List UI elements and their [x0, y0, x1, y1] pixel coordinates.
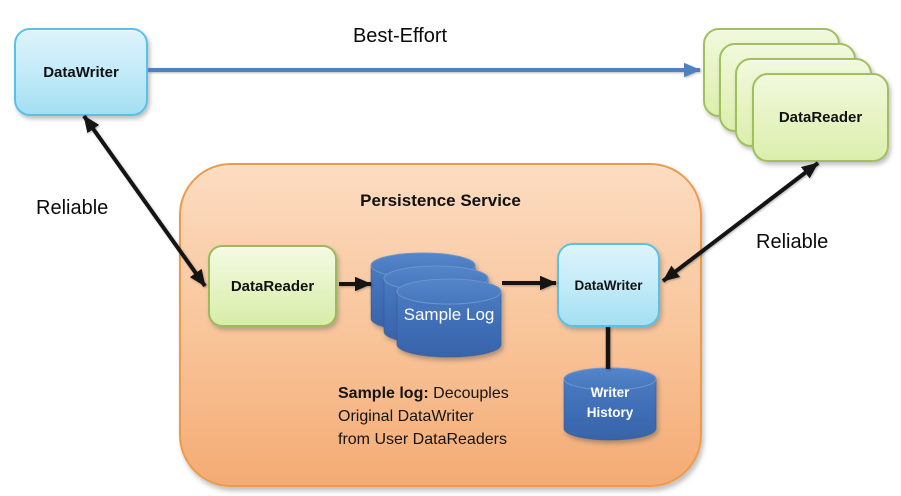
note-line-1: Sample log: Decouples: [338, 382, 553, 405]
reliable-label-right: Reliable: [756, 231, 829, 253]
cylinder-shape: [563, 367, 657, 441]
note-lead-bold: Sample log:: [338, 385, 429, 402]
best-effort-label: Best-Effort: [352, 25, 448, 47]
writer-history-line2: History: [586, 405, 634, 420]
persistence-datareader-label: DataReader: [230, 277, 315, 295]
user-datareader-label: DataReader: [778, 109, 863, 126]
note-line-2: Original DataWriter: [338, 408, 474, 425]
note-line-3: from User DataReaders: [338, 431, 507, 448]
writer-history-cylinder: [563, 367, 657, 441]
persistence-service-title: Persistence Service: [360, 191, 521, 210]
user-datawriter-label: DataWriter: [43, 63, 119, 81]
note-line1-rest: Decouples: [428, 385, 509, 402]
writer-history-label: Writer History: [563, 383, 657, 423]
user-datawriter-node: DataWriter: [14, 28, 148, 116]
sample-log-note: Sample log: Decouples Original DataWrite…: [338, 382, 553, 451]
reliable-label-left: Reliable: [36, 197, 109, 219]
persistence-datareader-node: DataReader: [208, 245, 337, 327]
writer-history-line1: Writer: [590, 385, 630, 400]
sample-log-label: Sample Log: [403, 305, 495, 324]
cylinder-shape: [396, 278, 502, 358]
persistence-datawriter-label: DataWriter: [574, 277, 643, 293]
sample-log-cylinder-front: [396, 278, 502, 358]
datareader-card-front: DataReader: [752, 73, 889, 162]
persistence-datawriter-node: DataWriter: [557, 243, 660, 327]
